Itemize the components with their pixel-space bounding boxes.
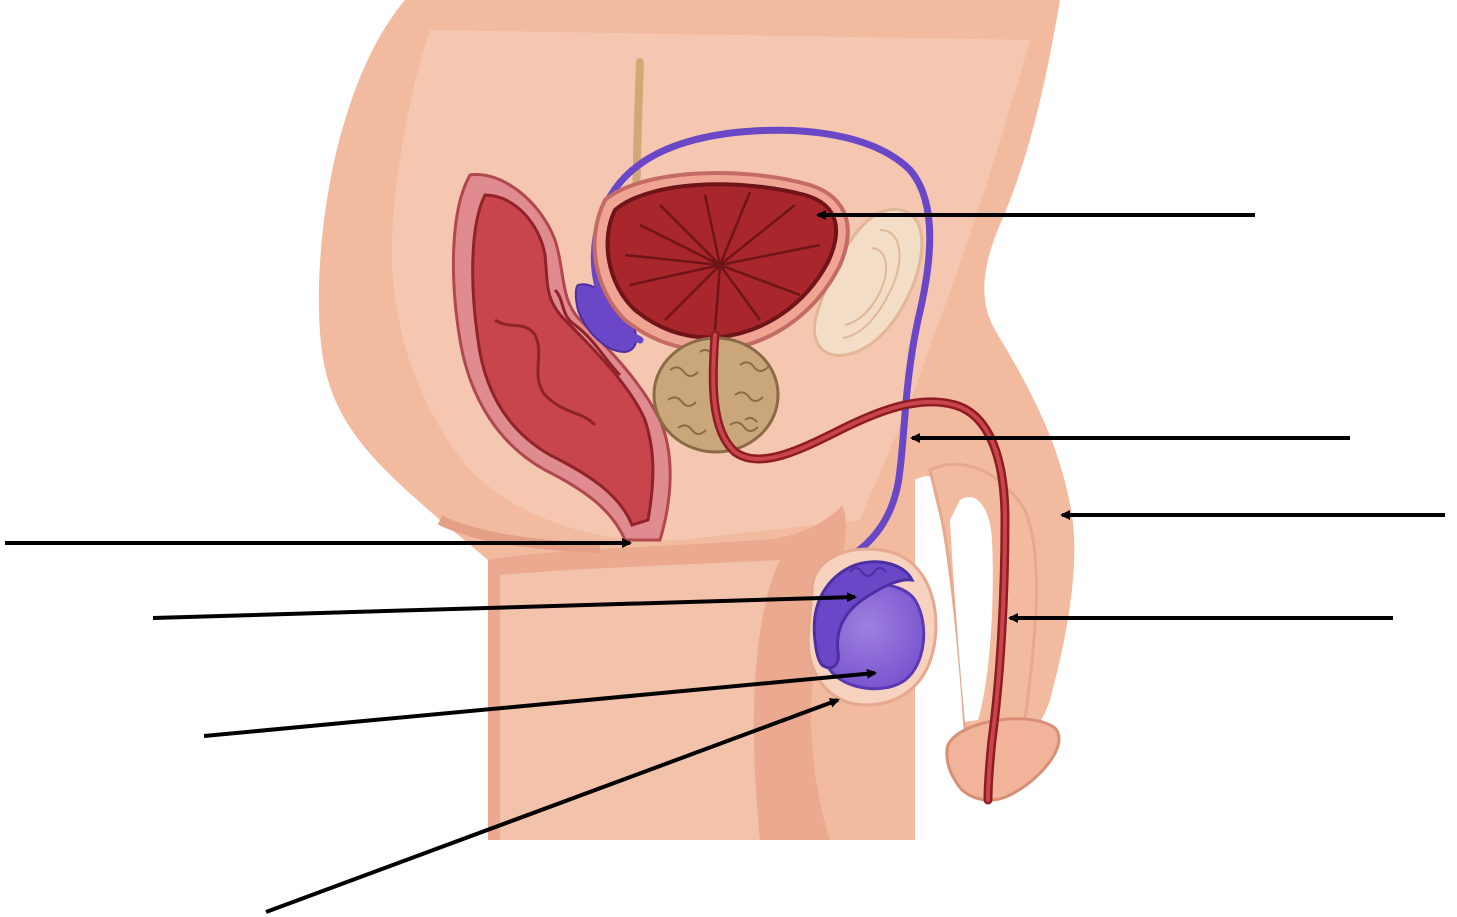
bottom-fade [300, 700, 1100, 917]
